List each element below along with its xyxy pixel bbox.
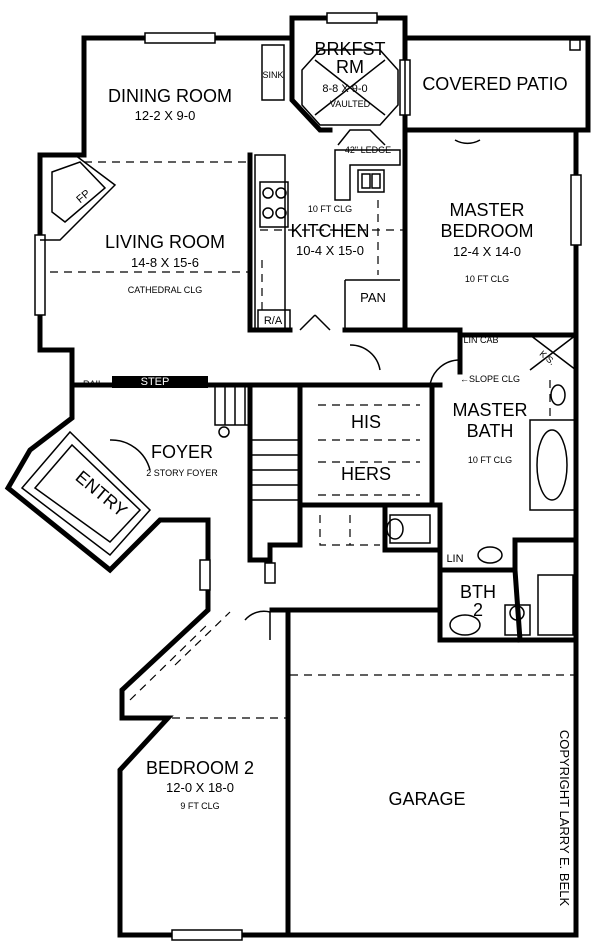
master-bedroom-label-1: MASTER <box>449 200 524 220</box>
ra-label: R/A <box>264 315 283 327</box>
garage-label: GARAGE <box>388 789 465 809</box>
kitchen-label: KITCHEN <box>290 221 369 241</box>
lin-label: LIN <box>446 553 463 565</box>
foyer-note: 2 STORY FOYER <box>146 468 218 478</box>
pantry-label: PAN <box>360 290 386 305</box>
breakfast-label-1: BRKFST <box>314 39 385 59</box>
master-bedroom-label-2: BEDROOM <box>440 221 533 241</box>
door-swings <box>244 139 481 640</box>
bedroom2-note: 9 FT CLG <box>180 801 219 811</box>
covered-patio <box>404 37 589 131</box>
kitchen-fixtures <box>254 44 401 331</box>
step-label: STEP <box>141 376 170 388</box>
patio-label: COVERED PATIO <box>422 74 567 94</box>
rail-label: RAIL <box>83 379 103 389</box>
fireplace-label: FP <box>74 188 92 206</box>
dashed-lines <box>50 161 576 719</box>
living-note: CATHEDRAL CLG <box>128 285 203 295</box>
lin-cab-label: LIN CAB <box>463 335 498 345</box>
breakfast-dims: 8-8 X 9-0 <box>322 83 367 95</box>
bath2-label-1: BTH <box>460 582 496 602</box>
dining-dims: 12-2 X 9-0 <box>135 108 196 123</box>
breakfast-note: VAULTED <box>330 99 371 109</box>
entry-bay <box>20 430 152 557</box>
kitchen-note: 10 FT CLG <box>308 204 352 214</box>
copyright-label: COPYRIGHT LARRY E. BELK <box>557 730 572 907</box>
master-bedroom-dims: 12-4 X 14-0 <box>453 244 521 259</box>
bedroom2-dims: 12-0 X 18-0 <box>166 780 234 795</box>
hers-label: HERS <box>341 464 391 484</box>
labels: BRKFST RM 8-8 X 9-0 VAULTED DINING ROOM … <box>72 39 572 906</box>
slope-clg-label: ←SLOPE CLG <box>460 374 520 384</box>
living-dims: 14-8 X 15-6 <box>131 255 199 270</box>
fireplace <box>40 154 117 241</box>
windows <box>34 12 582 941</box>
living-label: LIVING ROOM <box>105 232 225 252</box>
stair <box>214 385 300 501</box>
foyer-label: FOYER <box>151 442 213 462</box>
his-label: HIS <box>351 412 381 432</box>
breakfast-table <box>301 49 399 126</box>
kitchen-dims: 10-4 X 15-0 <box>296 243 364 258</box>
bath-fixtures <box>386 334 577 636</box>
bedroom2-label: BEDROOM 2 <box>146 758 254 778</box>
dining-label: DINING ROOM <box>108 86 232 106</box>
breakfast-label-2: RM <box>336 57 364 77</box>
master-bath-note: 10 FT CLG <box>468 455 512 465</box>
bath2-label-2: 2 <box>473 600 483 620</box>
master-bath-label-2: BATH <box>467 421 514 441</box>
sink-label: SINK <box>262 70 283 80</box>
master-bedroom-note: 10 FT CLG <box>465 274 509 284</box>
master-bath-label-1: MASTER <box>452 400 527 420</box>
ledge-label: 42" LEDGE <box>345 145 391 155</box>
